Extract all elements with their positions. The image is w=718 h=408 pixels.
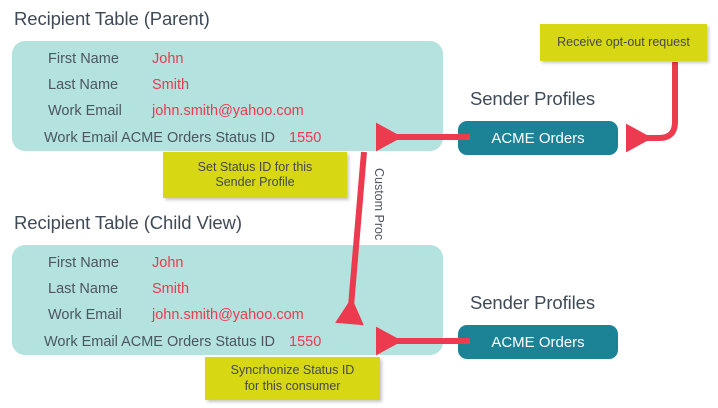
child-section-title: Recipient Table (Child View) — [14, 212, 242, 233]
child-field-row-work-email: Work Email john.smith@yahoo.com — [48, 307, 304, 323]
callout-set-status-id: Set Status ID for this Sender Profile — [163, 152, 347, 198]
parent-sender-profile-acme-orders[interactable]: ACME Orders — [458, 121, 618, 155]
parent-record-panel — [12, 41, 443, 151]
field-label: First Name — [48, 51, 119, 67]
callout-line-2: Sender Profile — [215, 175, 295, 189]
field-value: 1550 — [289, 334, 322, 350]
field-label: Work Email ACME Orders Status ID — [44, 334, 275, 350]
parent-field-row-status-id: Work Email ACME Orders Status ID 1550 — [44, 131, 321, 146]
child-field-row-last-name: Last Name Smith — [48, 281, 189, 297]
child-field-row-first-name: First Name John — [48, 255, 183, 271]
custom-proc-label: Custom Proc — [372, 168, 386, 241]
field-label: First Name — [48, 255, 119, 271]
field-value: john.smith@yahoo.com — [152, 307, 304, 323]
child-record-panel — [12, 245, 443, 355]
field-label: Last Name — [48, 77, 119, 93]
parent-sender-profiles-title: Sender Profiles — [470, 88, 595, 109]
parent-field-row-first-name: First Name John — [48, 51, 183, 67]
callout-line-1: Syncrhonize Status ID — [230, 363, 355, 377]
callout-synchronize-status-id: Syncrhonize Status ID for this consumer — [205, 357, 380, 400]
field-value: Smith — [152, 281, 190, 297]
callout-line-2: for this consumer — [244, 378, 341, 393]
child-sender-profiles-title: Sender Profiles — [470, 292, 595, 313]
callout-receive-opt-out-request: Receive opt-out request — [540, 24, 707, 61]
field-value: John — [152, 255, 184, 271]
arrow-opt-out-to-parent-profile — [625, 62, 678, 153]
child-sender-profile-acme-orders[interactable]: ACME Orders — [458, 325, 618, 359]
parent-section-title: Recipient Table (Parent) — [14, 8, 210, 29]
field-value: John — [152, 51, 184, 67]
field-label: Work Email — [48, 103, 122, 119]
parent-field-row-last-name: Last Name Smith — [48, 77, 189, 93]
field-value: john.smith@yahoo.com — [152, 103, 304, 119]
callout-line-1: Set Status ID for this — [197, 159, 313, 174]
field-label: Work Email — [48, 307, 122, 323]
parent-field-row-work-email: Work Email john.smith@yahoo.com — [48, 103, 304, 119]
child-field-row-status-id: Work Email ACME Orders Status ID 1550 — [44, 335, 321, 350]
field-value: 1550 — [289, 130, 322, 146]
field-label: Work Email ACME Orders Status ID — [44, 130, 275, 146]
field-value: Smith — [152, 77, 190, 93]
field-label: Last Name — [48, 281, 119, 297]
